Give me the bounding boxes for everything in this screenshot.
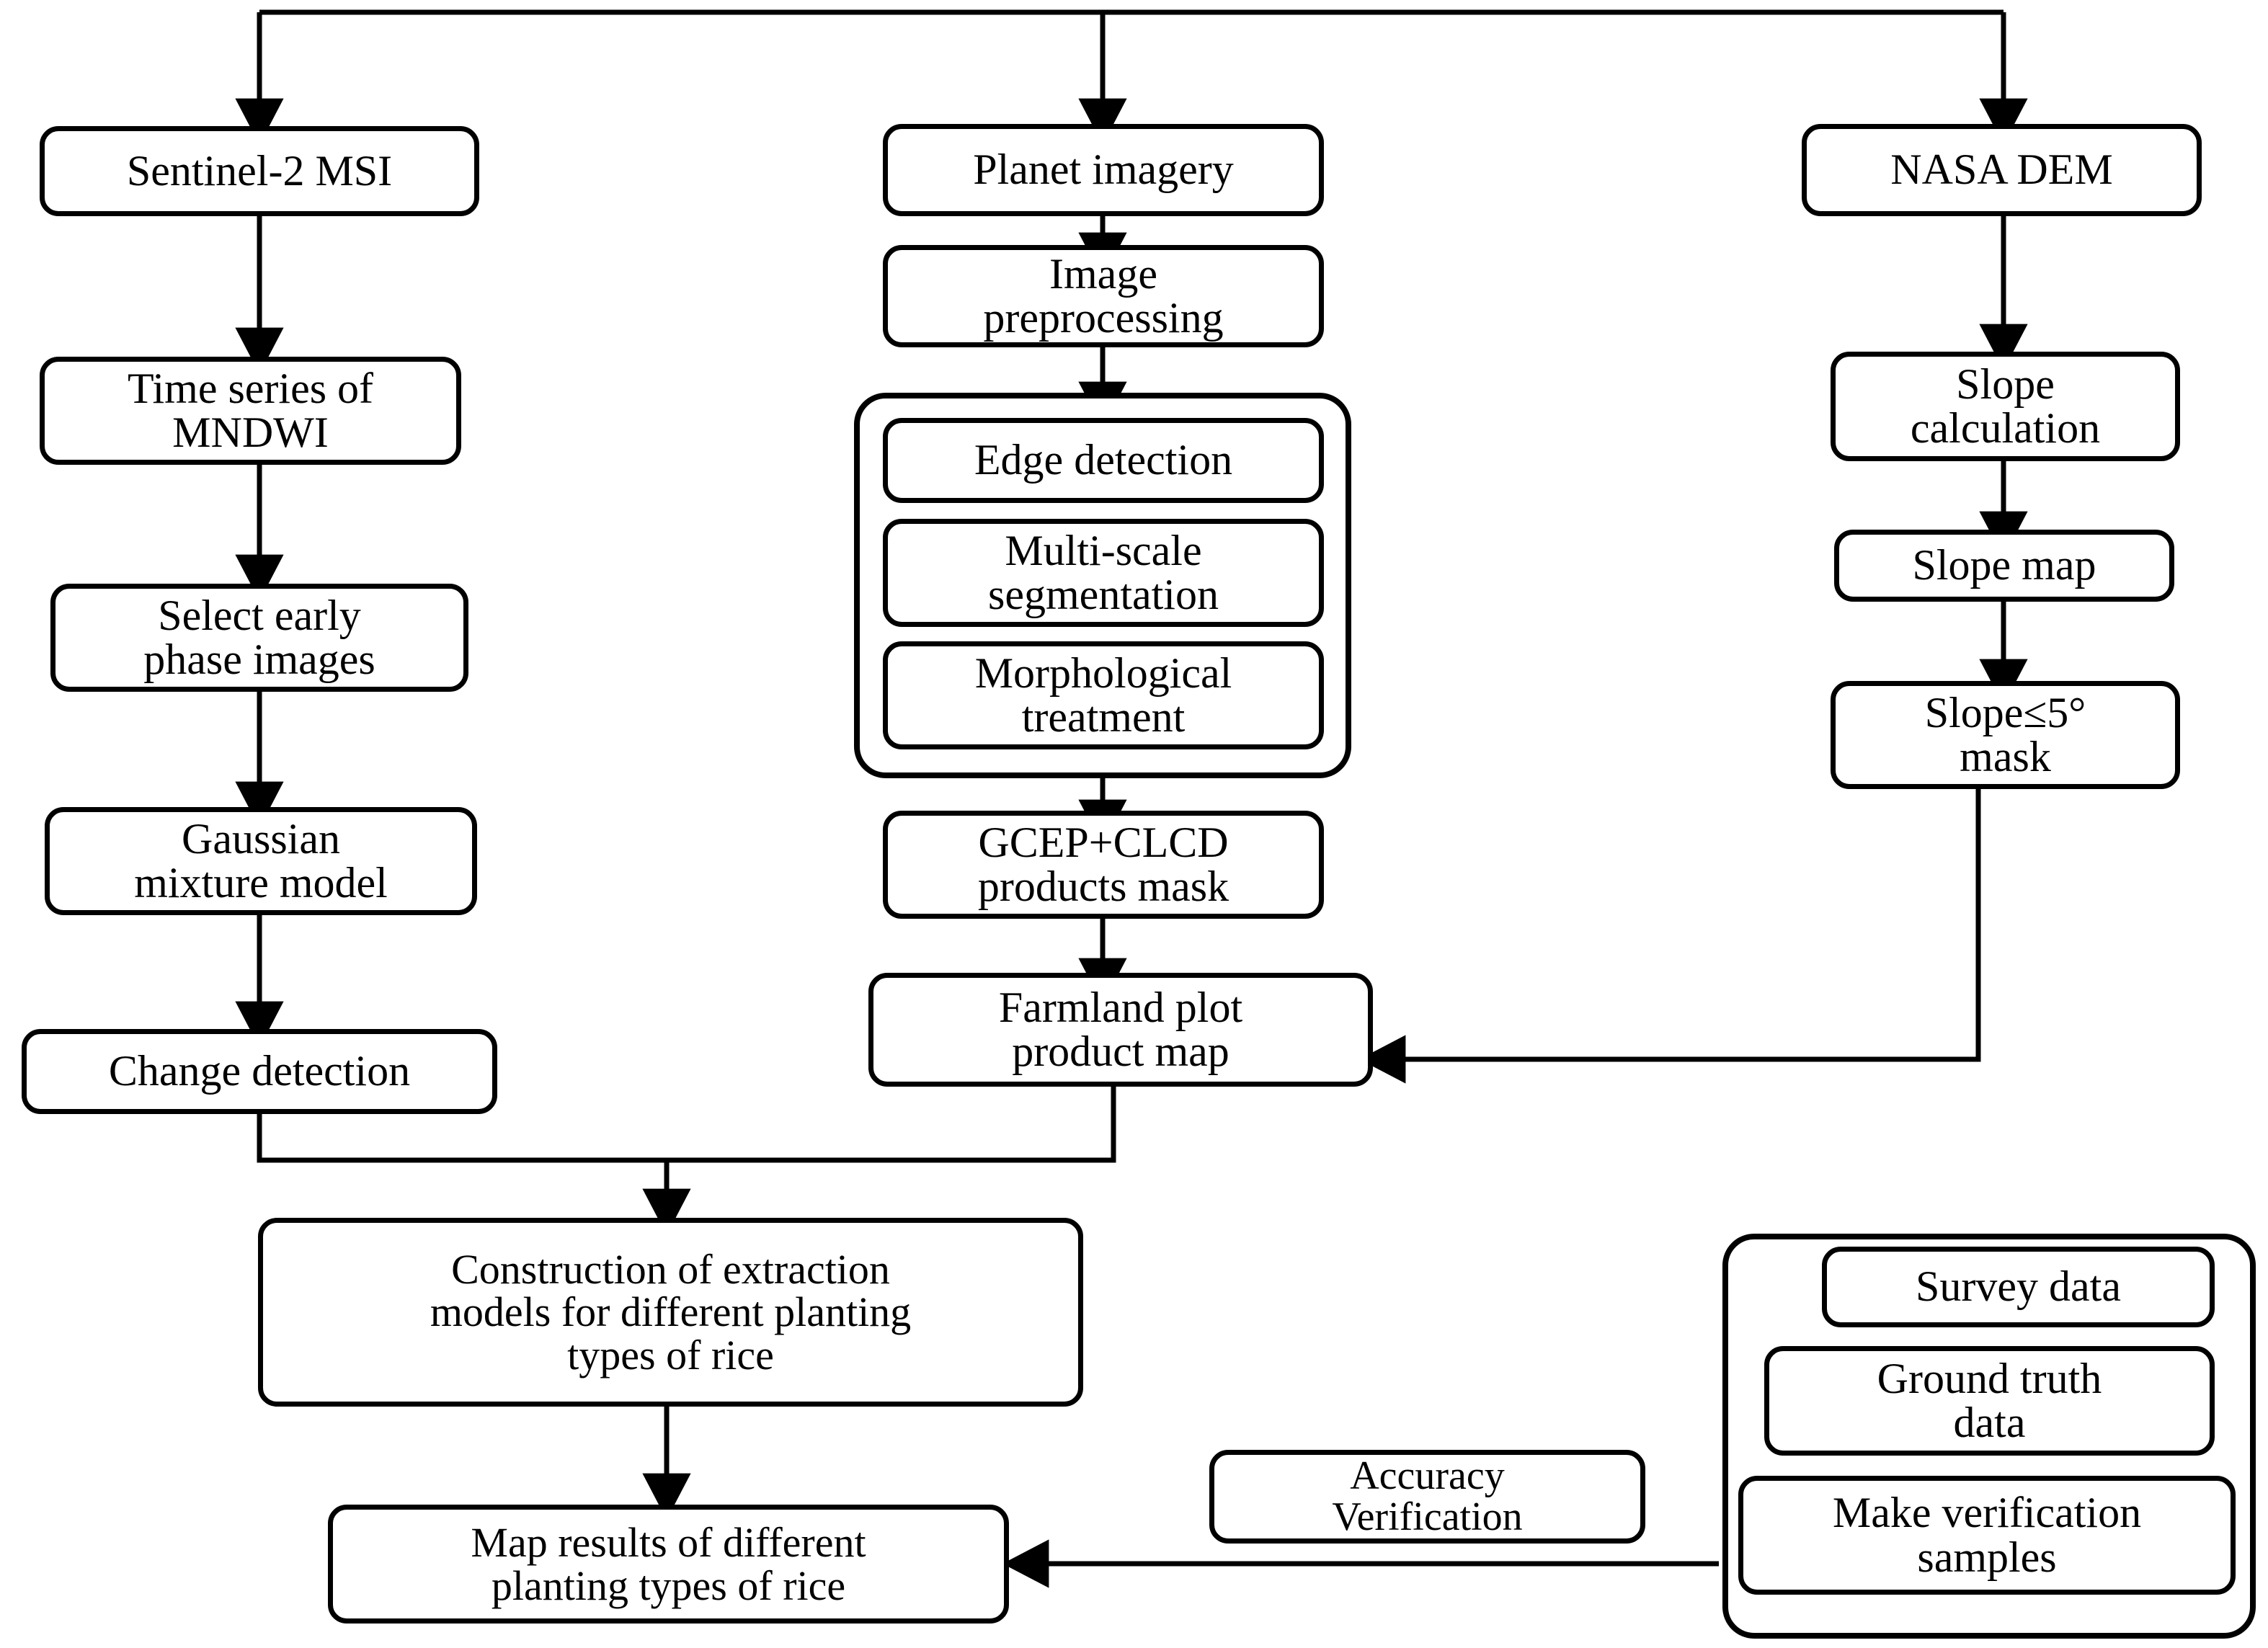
- node-make-verification-samples[interactable]: Make verification samples: [1738, 1476, 2236, 1595]
- node-label: Select early phase images: [143, 591, 375, 683]
- node-label: Sentinel-2 MSI: [126, 146, 393, 195]
- node-label: Multi-scale segmentation: [988, 526, 1219, 618]
- node-accuracy-verification[interactable]: Accuracy Verification: [1209, 1450, 1645, 1544]
- node-label: NASA DEM: [1890, 146, 2113, 194]
- node-label: Ground truth data: [1877, 1354, 2102, 1446]
- node-image-preprocessing[interactable]: Image preprocessing: [883, 245, 1324, 347]
- node-label: Image preprocessing: [983, 249, 1224, 342]
- node-ground-truth-data[interactable]: Ground truth data: [1764, 1346, 2215, 1456]
- node-construction-of-extraction-models[interactable]: Construction of extraction models for di…: [258, 1218, 1083, 1407]
- node-label: GCEP+CLCD products mask: [977, 818, 1229, 910]
- node-label: Slope map: [1912, 541, 2096, 589]
- node-label: Slope≤5° mask: [1924, 688, 2086, 780]
- node-label: Slope calculation: [1910, 360, 2101, 452]
- node-label: Accuracy Verification: [1332, 1453, 1523, 1539]
- node-nasa-dem[interactable]: NASA DEM: [1802, 124, 2202, 216]
- node-survey-data[interactable]: Survey data: [1822, 1247, 2215, 1327]
- node-gaussian-mixture-model[interactable]: Gaussian mixture model: [45, 807, 477, 915]
- node-label: Planet imagery: [973, 146, 1234, 194]
- node-morphological-treatment[interactable]: Morphological treatment: [883, 641, 1324, 749]
- node-time-series-mndwi[interactable]: Time series of MNDWI: [40, 357, 461, 465]
- node-planet-imagery[interactable]: Planet imagery: [883, 124, 1324, 216]
- node-slope-5-degree-mask[interactable]: Slope≤5° mask: [1831, 681, 2180, 789]
- node-slope-calculation[interactable]: Slope calculation: [1831, 352, 2180, 461]
- node-select-early-phase-images[interactable]: Select early phase images: [50, 584, 468, 692]
- node-map-results[interactable]: Map results of different planting types …: [328, 1505, 1009, 1623]
- node-label: Time series of MNDWI: [127, 364, 374, 456]
- edge-merge-to-construction: [257, 1087, 1116, 1163]
- edge-slopemask-farmland: [1359, 789, 1981, 1084]
- node-gcep-clcd-products-mask[interactable]: GCEP+CLCD products mask: [883, 811, 1324, 919]
- node-label: Edge detection: [974, 436, 1233, 484]
- node-label: Gaussian mixture model: [134, 814, 388, 907]
- node-label: Farmland plot product map: [998, 983, 1243, 1075]
- node-farmland-plot-product-map[interactable]: Farmland plot product map: [868, 973, 1373, 1087]
- node-label: Survey data: [1916, 1262, 2121, 1311]
- node-label: Morphological treatment: [974, 649, 1232, 741]
- node-change-detection[interactable]: Change detection: [22, 1029, 497, 1114]
- node-label: Change detection: [108, 1047, 411, 1095]
- node-sentinel-2-msi[interactable]: Sentinel-2 MSI: [40, 126, 479, 216]
- node-slope-map[interactable]: Slope map: [1834, 530, 2174, 602]
- node-label: Construction of extraction models for di…: [430, 1246, 912, 1378]
- node-label: Make verification samples: [1832, 1489, 2142, 1581]
- node-multi-scale-segmentation[interactable]: Multi-scale segmentation: [883, 519, 1324, 627]
- node-edge-detection[interactable]: Edge detection: [883, 418, 1324, 503]
- node-label: Map results of different planting types …: [471, 1519, 866, 1609]
